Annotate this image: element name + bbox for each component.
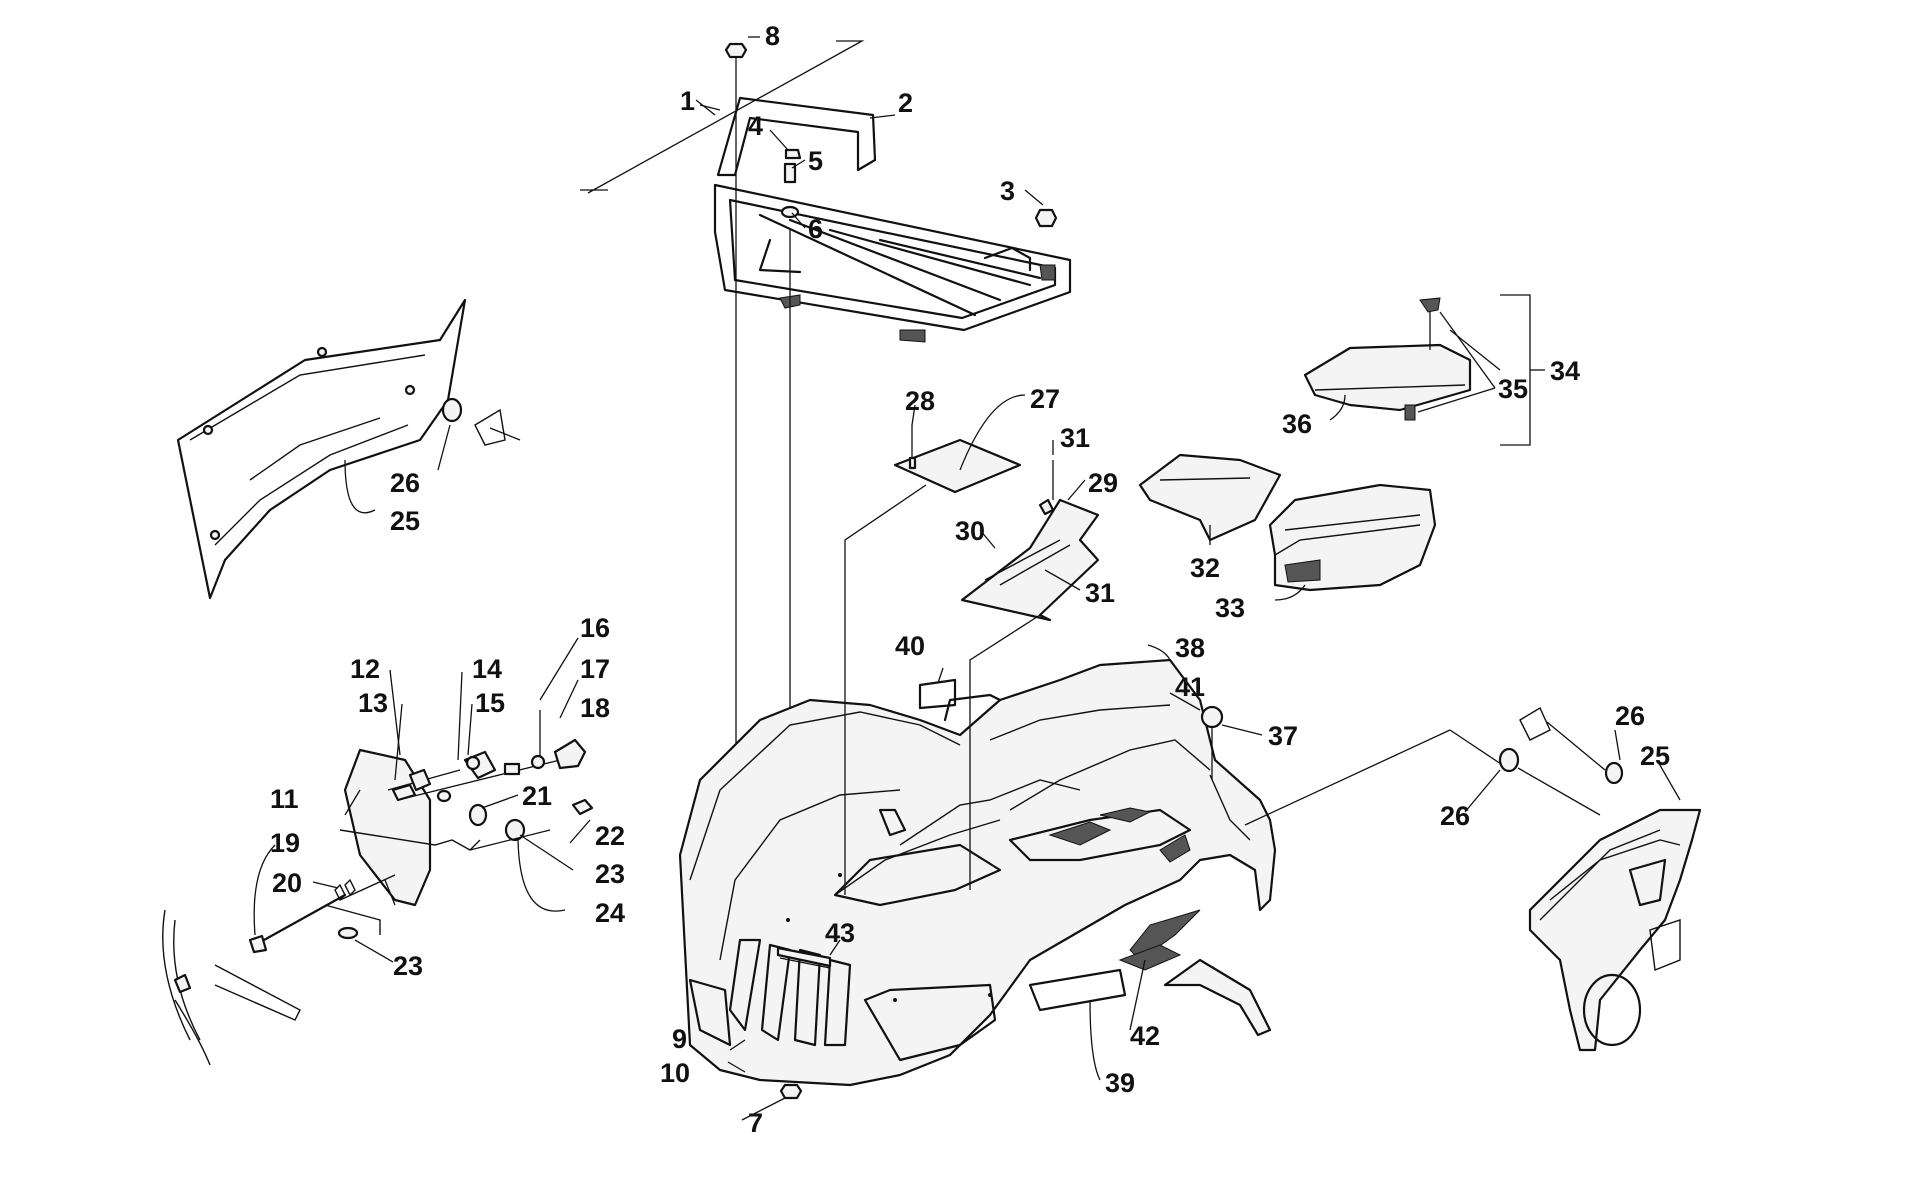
callout-11: 11 — [270, 784, 299, 814]
callout-10: 10 — [660, 1058, 690, 1088]
callout-39: 39 — [1105, 1068, 1135, 1098]
callout-25b: 25 — [1640, 741, 1670, 771]
callout-32: 32 — [1190, 553, 1220, 583]
callout-26c: 26 — [1440, 801, 1470, 831]
callout-2: 2 — [898, 88, 913, 118]
callout-27: 27 — [1030, 384, 1060, 414]
callout-14: 14 — [472, 654, 502, 684]
callout-41: 41 — [1175, 672, 1205, 702]
callout-33: 33 — [1215, 593, 1245, 623]
callout-36: 36 — [1282, 409, 1312, 439]
callout-37: 37 — [1268, 721, 1298, 751]
callout-28: 28 — [905, 386, 935, 416]
callout-12: 12 — [350, 654, 380, 684]
front-rack — [713, 96, 1072, 343]
callout-38: 38 — [1175, 633, 1205, 663]
callout-leaders — [253, 36, 1681, 1121]
callout-23b: 23 — [393, 951, 423, 981]
callout-24: 24 — [595, 898, 625, 928]
callout-21: 21 — [522, 781, 552, 811]
callout-17: 17 — [580, 654, 610, 684]
callout-numbers: 1 2 3 4 5 6 7 8 9 10 11 12 13 14 15 16 1… — [270, 21, 1670, 1138]
callout-13: 13 — [358, 688, 388, 718]
callout-8: 8 — [765, 21, 780, 51]
callout-25: 25 — [390, 506, 420, 536]
callout-7: 7 — [748, 1108, 763, 1138]
storage-compartment-parts — [893, 425, 1437, 622]
callout-40: 40 — [895, 631, 925, 661]
callout-30: 30 — [955, 516, 985, 546]
callout-19: 19 — [270, 828, 300, 858]
callout-4: 4 — [748, 111, 763, 141]
callout-6: 6 — [808, 214, 823, 244]
left-fender-flare — [176, 298, 521, 600]
callout-18: 18 — [580, 693, 610, 723]
callout-35: 35 — [1498, 374, 1528, 404]
callout-22: 22 — [595, 821, 625, 851]
callout-1: 1 — [680, 86, 695, 116]
assembly-leader-lines — [844, 484, 1511, 895]
callout-26b: 26 — [1615, 701, 1645, 731]
callout-31: 31 — [1060, 423, 1090, 453]
headlight-assembly — [162, 738, 594, 1066]
callout-31b: 31 — [1085, 578, 1115, 608]
callout-16: 16 — [580, 613, 610, 643]
callout-9: 9 — [672, 1024, 687, 1054]
callout-43: 43 — [825, 918, 855, 948]
callout-42: 42 — [1130, 1021, 1160, 1051]
callout-3: 3 — [1000, 176, 1015, 206]
callout-5: 5 — [808, 146, 823, 176]
callout-29: 29 — [1088, 468, 1118, 498]
front-body-panel — [678, 658, 1277, 1087]
callout-26: 26 — [390, 468, 420, 498]
callout-23: 23 — [595, 859, 625, 889]
right-fender-flare — [1498, 706, 1702, 1052]
callout-20: 20 — [272, 868, 302, 898]
storage-lid-assembly — [1303, 294, 1545, 446]
callout-15: 15 — [475, 688, 505, 718]
callout-34: 34 — [1550, 356, 1580, 386]
